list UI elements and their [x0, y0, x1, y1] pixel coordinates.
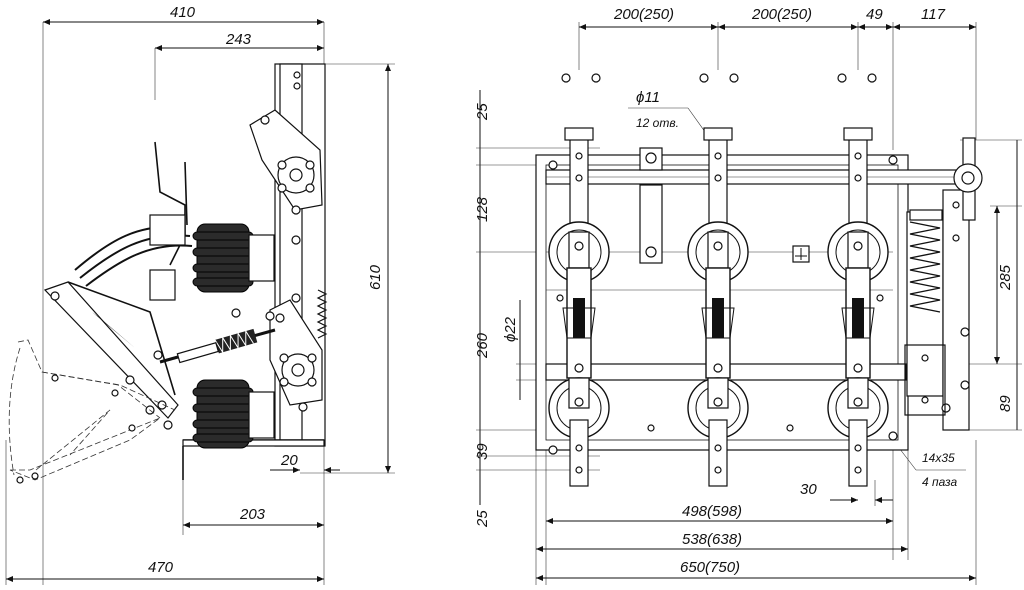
dim-pitch-right: 200(250) — [751, 6, 812, 23]
front-view: 200(250) 200(250) 49 117 ϕ11 12 отв. 25 … — [474, 6, 1022, 585]
dim-v285: 285 — [997, 264, 1014, 291]
dim-hole-count: 12 отв. — [636, 116, 679, 130]
dim-v260: 260 — [474, 332, 491, 359]
dim-slot-size: 14x35 — [922, 451, 955, 465]
dim-20: 20 — [280, 452, 298, 469]
dim-slot-count: 4 паза — [922, 475, 957, 489]
dim-203: 203 — [239, 506, 266, 523]
dim-49: 49 — [866, 6, 883, 23]
dim-v39: 39 — [474, 443, 491, 460]
side-view: 410 243 610 20 203 470 — [5, 4, 395, 585]
dim-v25-bottom: 25 — [474, 510, 491, 528]
dim-410: 410 — [170, 4, 196, 21]
dim-v89: 89 — [997, 395, 1014, 412]
dim-pitch-left: 200(250) — [613, 6, 674, 23]
dim-w538: 538(638) — [682, 531, 742, 548]
dim-v128: 128 — [474, 196, 491, 222]
dim-v25-top: 25 — [474, 103, 491, 121]
dim-243: 243 — [225, 31, 252, 48]
dim-117: 117 — [921, 6, 946, 23]
dim-470: 470 — [148, 559, 174, 576]
dim-610: 610 — [367, 264, 384, 290]
dim-w650: 650(750) — [680, 559, 740, 576]
dim-shaft-dia: ϕ22 — [502, 316, 519, 342]
dim-hole-dia: ϕ11 — [636, 89, 660, 106]
dim-30: 30 — [800, 481, 817, 498]
dim-w498: 498(598) — [682, 503, 742, 520]
